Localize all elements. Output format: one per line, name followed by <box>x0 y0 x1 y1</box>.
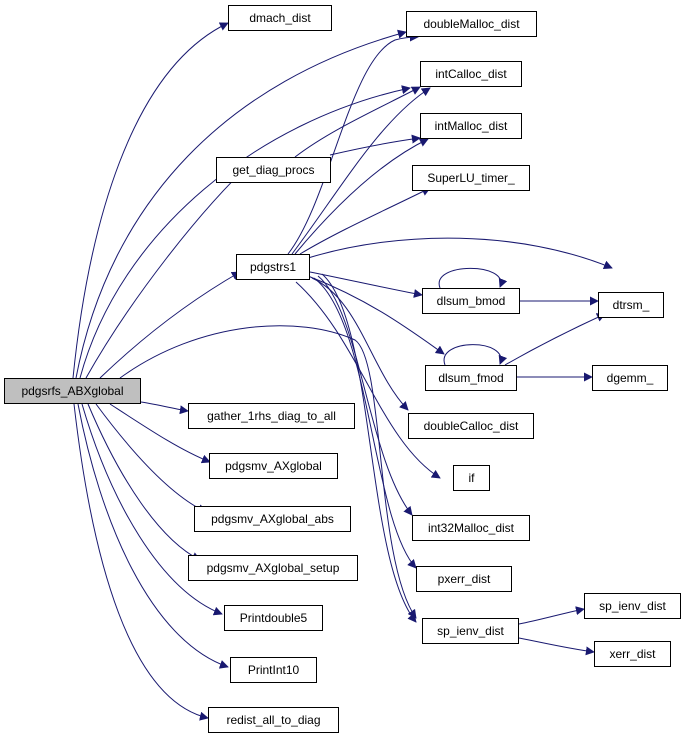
node-dgemm[interactable]: dgemm_ <box>592 365 668 391</box>
node-pxerr-dist[interactable]: pxerr_dist <box>416 566 512 592</box>
edge-spienv-spienv2 <box>518 606 585 625</box>
node-pdgsmv-axglobal[interactable]: pdgsmv_AXglobal <box>209 453 338 479</box>
node-dmach-dist[interactable]: dmach_dist <box>228 5 332 31</box>
edge-root-intcalloc <box>79 85 411 379</box>
node-intcalloc-dist[interactable]: intCalloc_dist <box>420 61 522 87</box>
edge-pdgstrs1-spienv <box>321 273 417 623</box>
edge-pdgstrs1-if <box>295 281 441 479</box>
edge-root-getdiag <box>85 158 256 379</box>
edge-root-redist <box>73 403 209 721</box>
edge-root-gather <box>140 401 189 415</box>
node-pdgsmv-axglobal-setup[interactable]: pdgsmv_AXglobal_setup <box>188 555 358 581</box>
node-get-diag-procs[interactable]: get_diag_procs <box>216 157 331 183</box>
edge-fmod-dtrsm <box>504 313 606 366</box>
edge-root-dmach <box>72 22 229 379</box>
edge-root-printint <box>77 403 229 669</box>
edge-pdgstrs1-pxerr <box>313 277 417 569</box>
edge-pdgstrs1-fmod <box>307 275 445 355</box>
node-pdgstrs1[interactable]: pdgstrs1 <box>236 254 310 280</box>
edge-pdgstrs1-int32 <box>317 275 413 516</box>
edge-pdgstrs1-intmalloc <box>294 138 429 255</box>
node-sp-ienv-dist-2[interactable]: sp_ienv_dist <box>584 593 681 619</box>
edge-root-axabs <box>95 403 207 513</box>
edge-getdiag-intcalloc <box>294 86 421 158</box>
node-redist-all-to-diag[interactable]: redist_all_to_diag <box>208 707 339 733</box>
edge-root-doublemalloc <box>75 29 407 379</box>
edge-root-pdgstrs1 <box>99 271 241 379</box>
node-printdouble5[interactable]: Printdouble5 <box>224 605 323 631</box>
edge-root-axsetup <box>87 403 201 561</box>
node-dtrsm[interactable]: dtrsm_ <box>598 292 664 318</box>
edge-root-printdouble <box>81 403 223 616</box>
node-int32malloc-dist[interactable]: int32Malloc_dist <box>412 515 530 541</box>
edge-pdgstrs1-intcalloc <box>291 87 431 255</box>
edge-root-spienv <box>119 325 417 619</box>
edge-spienv-xerr <box>518 637 595 656</box>
edge-getdiag-intmalloc <box>329 134 421 156</box>
edge-root-axglobal <box>109 403 211 464</box>
node-if[interactable]: if <box>453 465 490 491</box>
node-dlsum-fmod[interactable]: dlsum_fmod <box>425 365 517 391</box>
node-intmalloc-dist[interactable]: intMalloc_dist <box>420 113 522 139</box>
node-xerr-dist[interactable]: xerr_dist <box>594 641 671 667</box>
edge-pdgstrs1-doublecalloc <box>311 277 409 411</box>
edge-bmod-self <box>438 267 508 289</box>
edge-pdgstrs1-dtrsm <box>307 237 613 270</box>
edge-pdgstrs1-timer <box>299 187 431 255</box>
node-dlsum-bmod[interactable]: dlsum_bmod <box>422 288 520 314</box>
edge-pdgstrs1-doublemalloc <box>287 32 419 255</box>
node-gather-1rhs-diag-to-all[interactable]: gather_1rhs_diag_to_all <box>188 403 355 429</box>
node-doublecalloc-dist[interactable]: doubleCalloc_dist <box>408 413 534 439</box>
node-printint10[interactable]: PrintInt10 <box>230 657 317 683</box>
node-pdgsrfs-abxglobal[interactable]: pdgsrfs_ABXglobal <box>4 378 141 404</box>
node-pdgsmv-axglobal-abs[interactable]: pdgsmv_AXglobal_abs <box>194 506 351 532</box>
edge-fmod-self <box>443 344 508 366</box>
node-sp-ienv-dist[interactable]: sp_ienv_dist <box>422 618 519 644</box>
node-doublemalloc-dist[interactable]: doubleMalloc_dist <box>406 11 537 37</box>
node-superlu-timer[interactable]: SuperLU_timer_ <box>412 165 530 191</box>
